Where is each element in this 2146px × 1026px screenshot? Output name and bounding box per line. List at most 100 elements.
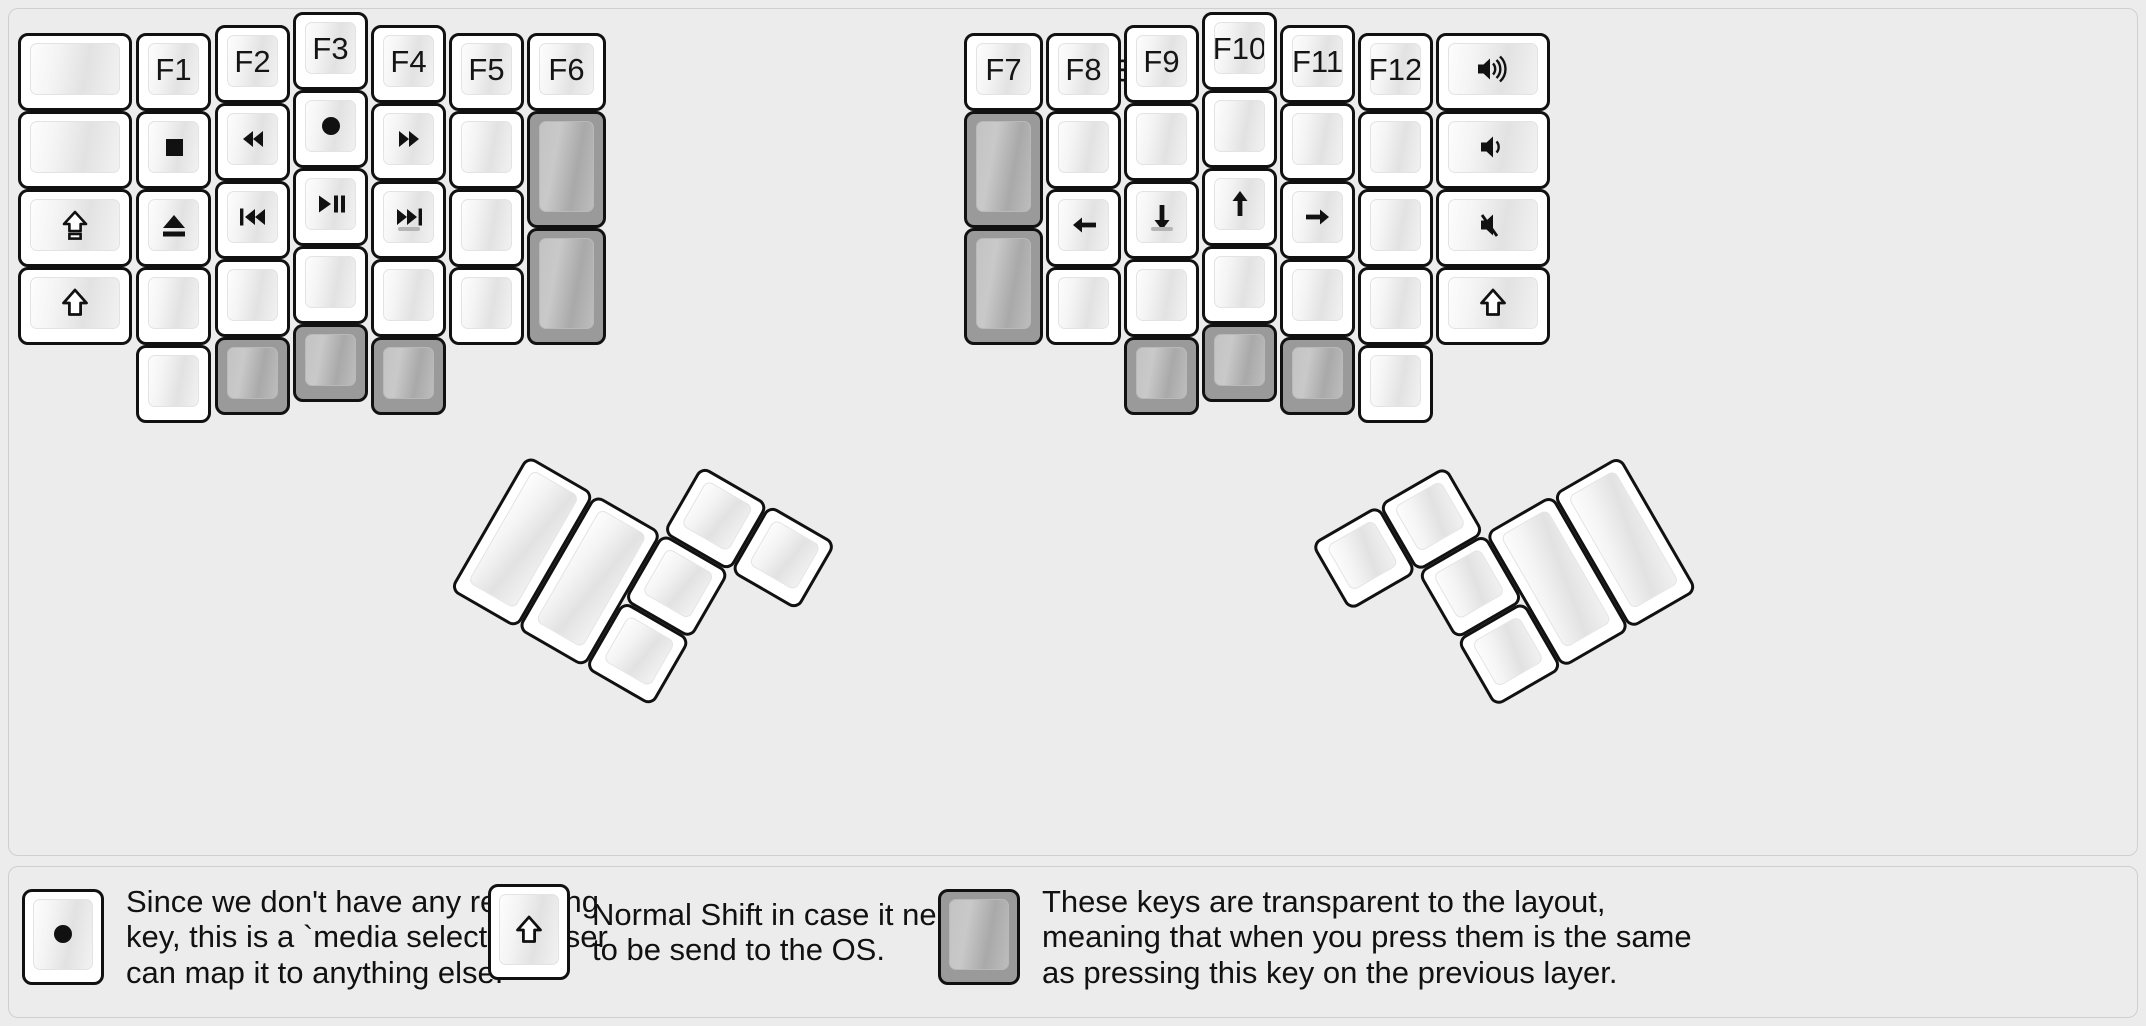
key-trans-tall-l-2[interactable] xyxy=(527,228,606,345)
key-caps-lock[interactable] xyxy=(18,189,132,267)
key-trans-tall-l-1[interactable] xyxy=(527,111,606,228)
keycap-face: F8 xyxy=(1058,43,1109,95)
key-trans-r5c3[interactable] xyxy=(1124,337,1199,415)
keycap-face xyxy=(1326,519,1399,592)
key-trans-r5c5[interactable] xyxy=(1280,337,1355,415)
key-f12[interactable]: F12 xyxy=(1358,33,1433,111)
legend-text-3: These keys are transparent to the layout… xyxy=(1042,884,1692,990)
key-blank-r4c4[interactable] xyxy=(1202,246,1277,324)
key-media-prev-track[interactable] xyxy=(215,181,290,259)
key-media-next-track[interactable] xyxy=(371,181,446,259)
keycap-face xyxy=(383,347,434,399)
volume-up-icon xyxy=(1473,49,1513,89)
key-f11[interactable]: F11 xyxy=(1280,25,1355,103)
key-f8[interactable]: F8 xyxy=(1046,33,1121,111)
key-blank-r2c5[interactable] xyxy=(1280,103,1355,181)
key-blank-l3c6[interactable] xyxy=(449,189,524,267)
key-media-rewind[interactable] xyxy=(215,103,290,181)
keycap-face xyxy=(1136,347,1187,399)
key-shift-right[interactable] xyxy=(1436,267,1550,345)
keycap-face xyxy=(748,518,822,591)
key-arrow-left[interactable] xyxy=(1046,189,1121,267)
key-blank-l4c4[interactable] xyxy=(293,246,368,324)
keycap-face xyxy=(30,43,120,95)
key-blank-l4c2[interactable] xyxy=(136,267,211,345)
keycap-face: F1 xyxy=(148,43,199,95)
keycap-face xyxy=(1214,334,1265,386)
keycap-face xyxy=(383,191,434,243)
key-blank-r2c3[interactable] xyxy=(1124,103,1199,181)
keycap-face xyxy=(1448,277,1538,329)
key-arrow-right[interactable] xyxy=(1280,181,1355,259)
keycap-face xyxy=(1393,480,1467,553)
key-media-play-pause[interactable] xyxy=(293,168,368,246)
keycap-face xyxy=(680,479,754,552)
record-icon xyxy=(311,106,351,146)
key-f7[interactable]: F7 xyxy=(964,33,1043,111)
volume-down-icon xyxy=(1473,127,1513,167)
key-media-eject[interactable] xyxy=(136,189,211,267)
key-media-record[interactable] xyxy=(293,90,368,168)
key-shift-left[interactable] xyxy=(18,267,132,345)
keycap-face: F12 xyxy=(1370,43,1421,95)
keycap-face xyxy=(1370,277,1421,329)
key-arrow-down[interactable] xyxy=(1124,181,1199,259)
key-blank-l4c5[interactable] xyxy=(371,259,446,337)
keycap-face xyxy=(949,898,1009,970)
keycap-face xyxy=(461,121,512,173)
key-label: F6 xyxy=(548,51,585,87)
key-blank-r4c2[interactable] xyxy=(1046,267,1121,345)
key-f6[interactable]: F6 xyxy=(527,33,606,111)
key-blank-r2c2[interactable] xyxy=(1046,111,1121,189)
key-blank-l1c1[interactable] xyxy=(18,33,132,111)
key-arrow-up[interactable] xyxy=(1202,168,1277,246)
key-blank-l2c1[interactable] xyxy=(18,111,132,189)
key-blank-r3c6[interactable] xyxy=(1358,189,1433,267)
keycap-face xyxy=(1214,178,1265,230)
key-trans-r5c4[interactable] xyxy=(1202,324,1277,402)
key-media-fast-forward[interactable] xyxy=(371,103,446,181)
key-blank-l5c2[interactable] xyxy=(136,345,211,423)
key-blank-l4c3[interactable] xyxy=(215,259,290,337)
key-blank-r4c5[interactable] xyxy=(1280,259,1355,337)
keycap-face xyxy=(1448,121,1538,173)
key-volume-mute[interactable] xyxy=(1436,189,1550,267)
key-f9[interactable]: F9 xyxy=(1124,25,1199,103)
shift-arrow-icon xyxy=(1473,283,1513,323)
key-f10[interactable]: F10 xyxy=(1202,12,1277,90)
key-volume-down[interactable] xyxy=(1436,111,1550,189)
key-blank-r2c4[interactable] xyxy=(1202,90,1277,168)
key-media-stop[interactable] xyxy=(136,111,211,189)
key-volume-up[interactable] xyxy=(1436,33,1550,111)
key-trans-l5c3[interactable] xyxy=(215,337,290,415)
keycap-face xyxy=(1448,199,1538,251)
key-f1[interactable]: F1 xyxy=(136,33,211,111)
key-f4[interactable]: F4 xyxy=(371,25,446,103)
keycap-face: F2 xyxy=(227,35,278,87)
key-trans-tall-r-2[interactable] xyxy=(964,228,1043,345)
key-trans-l5c5[interactable] xyxy=(371,337,446,415)
shift-arrow-icon xyxy=(509,910,549,950)
key-blank-r5c6[interactable] xyxy=(1358,345,1433,423)
key-blank-r2c6[interactable] xyxy=(1358,111,1433,189)
key-label: F9 xyxy=(1143,43,1180,79)
key-trans-tall-r-1[interactable] xyxy=(964,111,1043,228)
record-icon xyxy=(43,914,83,954)
keycap-face: F9 xyxy=(1136,35,1187,87)
arrow-up-icon xyxy=(1220,184,1260,224)
key-f5[interactable]: F5 xyxy=(449,33,524,111)
keycap-face xyxy=(1214,256,1265,308)
key-blank-r4c6[interactable] xyxy=(1358,267,1433,345)
keycap-face xyxy=(1370,199,1421,251)
key-trans-l5c4[interactable] xyxy=(293,324,368,402)
key-f2[interactable]: F2 xyxy=(215,25,290,103)
keycap-face xyxy=(539,238,594,329)
key-f3[interactable]: F3 xyxy=(293,12,368,90)
keycap-face xyxy=(33,898,93,970)
key-blank-r4c3[interactable] xyxy=(1124,259,1199,337)
keycap-face xyxy=(30,199,120,251)
legend-panel xyxy=(8,866,2138,1018)
key-blank-l2c6[interactable] xyxy=(449,111,524,189)
key-blank-l4c6[interactable] xyxy=(449,267,524,345)
keycap-face xyxy=(1370,355,1421,407)
